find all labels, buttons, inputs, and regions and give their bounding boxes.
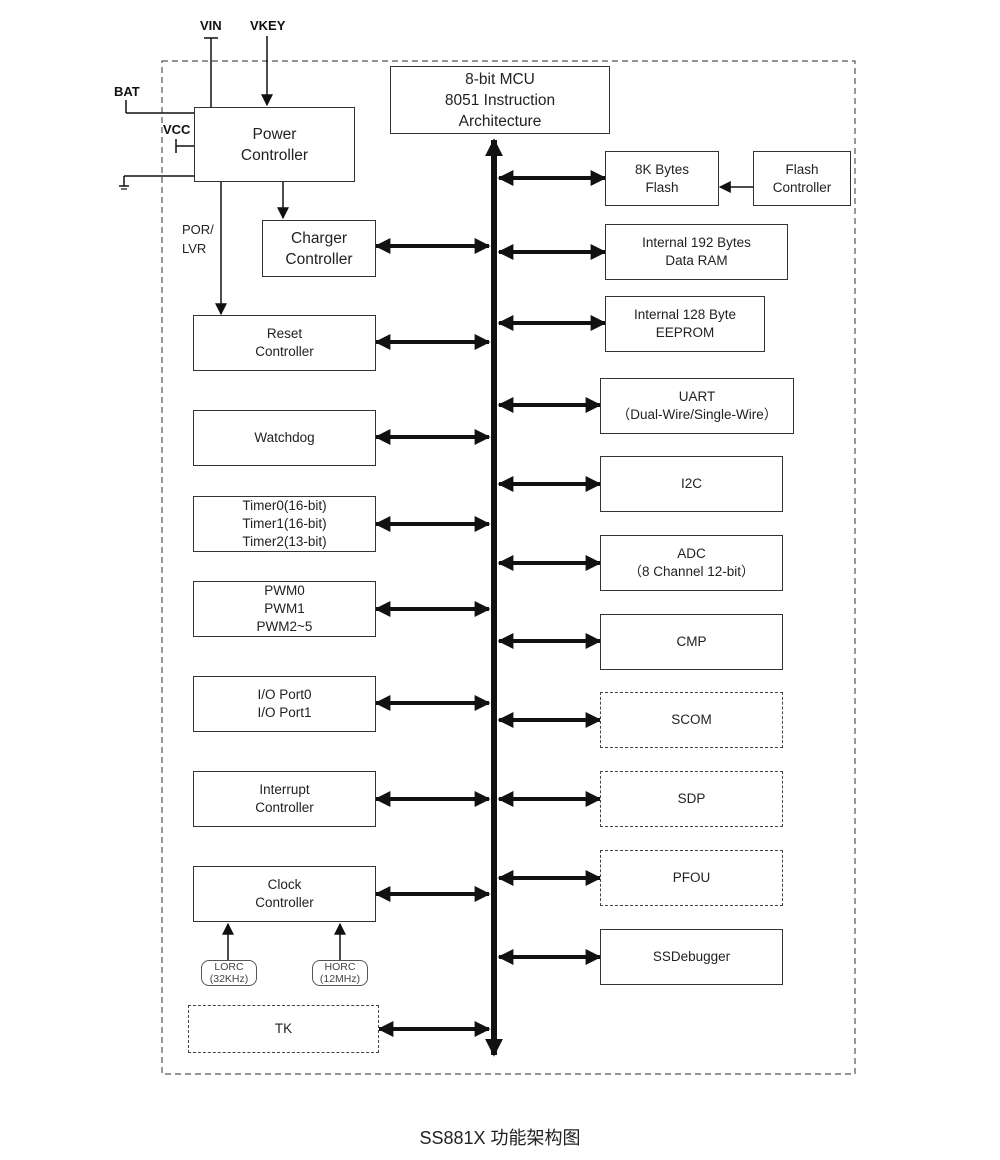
sdp-block: SDP (600, 771, 783, 827)
cmp-block: CMP (600, 614, 783, 670)
uart-block: UART（Dual-Wire/Single-Wire） (600, 378, 794, 434)
pin-vin-label: VIN (200, 18, 222, 33)
pfou-block: PFOU (600, 850, 783, 906)
por-lvr-label: POR/LVR (182, 222, 214, 256)
pin-vcc-label: VCC (163, 122, 191, 137)
chip-boundary (161, 60, 856, 1075)
scom-block: SCOM (600, 692, 783, 748)
lorc-oscillator: LORC(32KHz) (201, 960, 257, 986)
pin-bat-label: BAT (114, 84, 140, 99)
tk-block: TK (188, 1005, 379, 1053)
horc-oscillator: HORC(12MHz) (312, 960, 368, 986)
figure-caption: SS881X 功能架构图 (419, 1128, 581, 1148)
pin-vkey-label: VKEY (250, 18, 286, 33)
i2c-block: I2C (600, 456, 783, 512)
watchdog-block: Watchdog (193, 410, 376, 466)
adc-block: ADC（8 Channel 12-bit） (600, 535, 783, 591)
timers-block: Timer0(16-bit)Timer1(16-bit)Timer2(13-bi… (193, 496, 376, 552)
ssdebugger-block: SSDebugger (600, 929, 783, 985)
